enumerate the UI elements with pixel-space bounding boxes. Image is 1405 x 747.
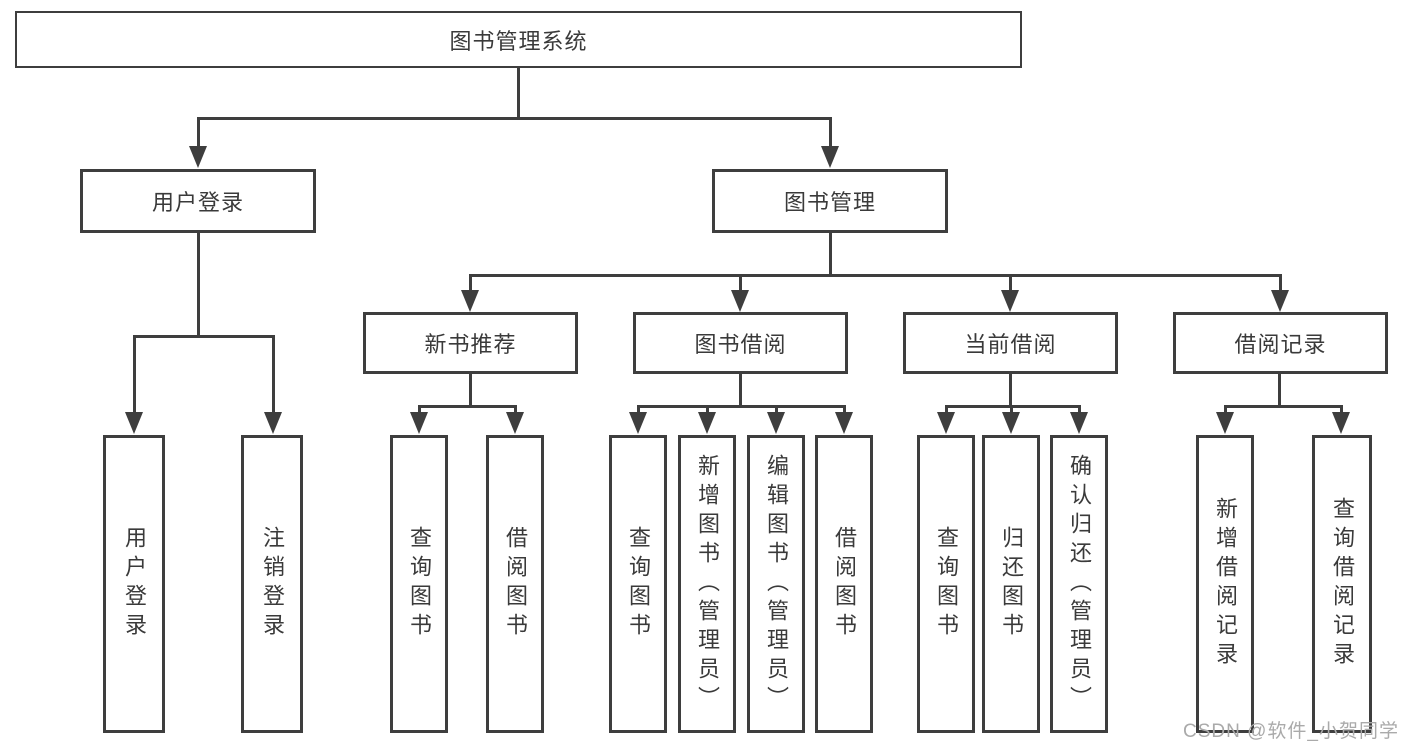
connector-borrow-records-bar — [1224, 405, 1343, 408]
leaf-label: 确认归还（管理员） — [1067, 453, 1092, 715]
connector-book-mgmt-stem — [829, 232, 832, 275]
arrowhead-nb-leaf2 — [506, 412, 524, 434]
node-label: 图书借阅 — [694, 332, 787, 357]
node-book-borrow: 图书借阅 — [633, 312, 848, 374]
leaf-query-books-borrow: 查询图书 — [609, 435, 667, 733]
arrowhead-bb-leaf3 — [767, 412, 785, 434]
connector-new-book-stem — [469, 373, 472, 406]
leaf-label: 查询图书 — [626, 526, 651, 642]
leaf-confirm-return-admin: 确认归还（管理员） — [1050, 435, 1108, 733]
leaf-query-borrow-record: 查询借阅记录 — [1312, 435, 1372, 733]
node-label: 图书管理系统 — [449, 28, 588, 54]
connector-current-borrow-stem — [1009, 373, 1012, 406]
arrowhead-bb-leaf1 — [629, 412, 647, 434]
connector-level2-bar — [197, 117, 831, 120]
arrowhead-leaf-logout — [264, 412, 282, 434]
connector-cb-leaf2-drop — [1010, 405, 1013, 414]
csdn-watermark: CSDN @软件_小贺同学 — [1183, 721, 1399, 742]
arrowhead-borrow-records — [1271, 290, 1289, 312]
leaf-borrow-books: 借阅图书 — [815, 435, 873, 733]
leaf-label: 查询图书 — [934, 526, 959, 642]
leaf-label: 查询图书 — [407, 526, 432, 642]
connector-nb-leaf1-drop — [418, 405, 421, 414]
connector-borrow-records-stem — [1278, 373, 1281, 406]
connector-book-mgmt-drop — [829, 117, 832, 148]
arrowhead-book-borrow — [731, 290, 749, 312]
arrowhead-bb-leaf4 — [835, 412, 853, 434]
node-library-management-system: 图书管理系统 — [15, 11, 1022, 68]
leaf-label: 注销登录 — [260, 526, 285, 642]
connector-book-borrow-drop — [739, 274, 742, 292]
arrowhead-cb-leaf1 — [937, 412, 955, 434]
connector-bb-leaf1-drop — [637, 405, 640, 414]
connector-book-borrow-bar — [637, 405, 845, 408]
node-label: 当前借阅 — [964, 332, 1057, 357]
leaf-label: 借阅图书 — [503, 526, 528, 642]
leaf-add-book-admin: 新增图书（管理员） — [678, 435, 736, 733]
arrowhead-bb-leaf2 — [698, 412, 716, 434]
arrowhead-current-borrow — [1001, 290, 1019, 312]
connector-bb-leaf2-drop — [706, 405, 709, 414]
leaf-edit-book-admin: 编辑图书（管理员） — [747, 435, 805, 733]
leaf-label: 新增借阅记录 — [1213, 497, 1238, 671]
arrowhead-nb-leaf1 — [410, 412, 428, 434]
node-book-management: 图书管理 — [712, 169, 948, 233]
leaf-user-login: 用户登录 — [103, 435, 165, 733]
leaf-query-books-current: 查询图书 — [917, 435, 975, 733]
leaf-label: 新增图书（管理员） — [695, 453, 720, 715]
connector-level3-bar — [469, 274, 1281, 277]
node-borrow-records: 借阅记录 — [1173, 312, 1388, 374]
node-label: 新书推荐 — [424, 332, 517, 357]
connector-current-borrow-drop — [1009, 274, 1012, 292]
arrowhead-book-mgmt — [821, 146, 839, 168]
arrowhead-new-book — [461, 290, 479, 312]
arrowhead-user-login — [189, 146, 207, 168]
connector-cb-leaf3-drop — [1078, 405, 1081, 414]
leaf-borrow-books-recommend: 借阅图书 — [486, 435, 544, 733]
connector-cb-leaf1-drop — [945, 405, 948, 414]
arrowhead-br-leaf2 — [1332, 412, 1350, 434]
connector-borrow-records-drop — [1279, 274, 1282, 292]
leaf-label: 用户登录 — [122, 526, 147, 642]
connector-leaf-logout-drop — [272, 335, 275, 414]
connector-user-login-stem — [197, 232, 200, 336]
leaf-add-borrow-record: 新增借阅记录 — [1196, 435, 1254, 733]
leaf-logout: 注销登录 — [241, 435, 303, 733]
leaf-query-books-recommend: 查询图书 — [390, 435, 448, 733]
connector-nb-leaf2-drop — [514, 405, 517, 414]
connector-br-leaf1-drop — [1224, 405, 1227, 414]
arrowhead-leaf-user-login — [125, 412, 143, 434]
connector-br-leaf2-drop — [1340, 405, 1343, 414]
leaf-label: 归还图书 — [999, 526, 1024, 642]
node-label: 借阅记录 — [1234, 332, 1327, 357]
connector-bb-leaf4-drop — [843, 405, 846, 414]
connector-leaf-user-login-drop — [133, 335, 136, 414]
node-new-book-recommend: 新书推荐 — [363, 312, 578, 374]
connector-bb-leaf3-drop — [775, 405, 778, 414]
connector-new-book-bar — [418, 405, 516, 408]
leaf-label: 查询借阅记录 — [1330, 497, 1355, 671]
leaf-label: 借阅图书 — [832, 526, 857, 642]
arrowhead-cb-leaf2 — [1002, 412, 1020, 434]
connector-root-stem — [517, 68, 520, 118]
connector-user-login-bar — [133, 335, 274, 338]
node-current-borrow: 当前借阅 — [903, 312, 1118, 374]
connector-book-borrow-stem — [739, 373, 742, 406]
node-label: 用户登录 — [151, 190, 244, 215]
connector-user-login-drop — [197, 117, 200, 148]
arrowhead-cb-leaf3 — [1070, 412, 1088, 434]
arrowhead-br-leaf1 — [1216, 412, 1234, 434]
node-user-login: 用户登录 — [80, 169, 316, 233]
node-label: 图书管理 — [783, 190, 876, 215]
connector-new-book-drop — [469, 274, 472, 292]
leaf-label: 编辑图书（管理员） — [764, 453, 789, 715]
leaf-return-books: 归还图书 — [982, 435, 1040, 733]
